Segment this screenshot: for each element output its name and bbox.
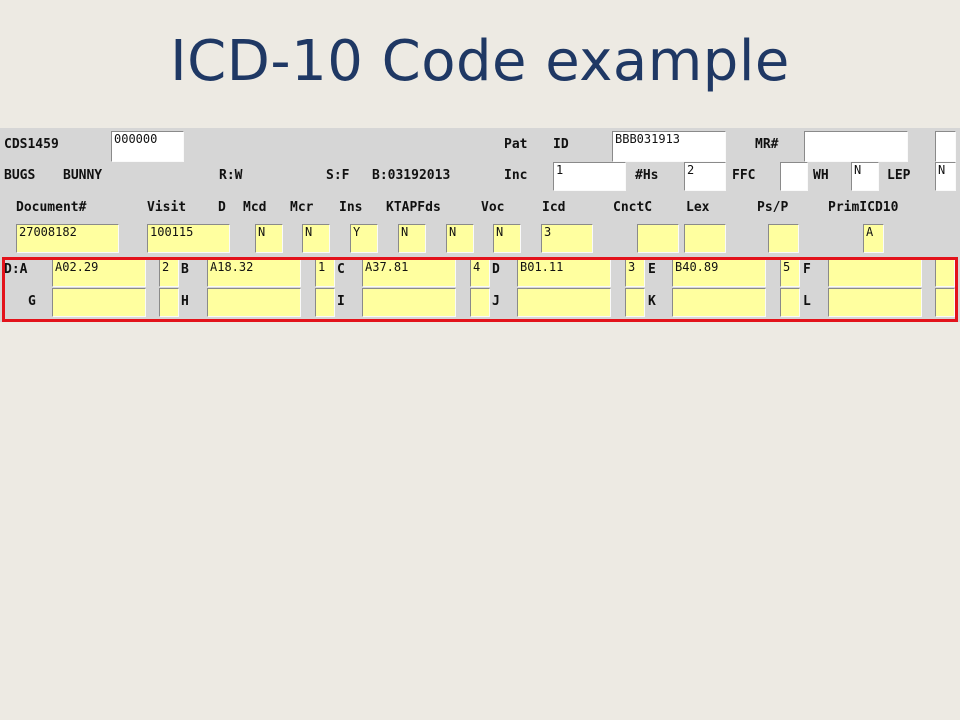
dx-code-i[interactable] xyxy=(362,288,456,317)
dx-priority-d[interactable]: 3 xyxy=(625,259,645,287)
ffc-field[interactable] xyxy=(780,162,808,191)
diagnosis-highlight-box xyxy=(2,257,958,322)
ins-field[interactable]: Y xyxy=(350,224,378,253)
dx-priority-i[interactable] xyxy=(470,288,490,317)
lex-label: Lex xyxy=(686,200,710,215)
visit-label: Visit xyxy=(147,200,187,215)
lep-field[interactable]: N xyxy=(935,162,956,191)
cnctc-label: CnctC xyxy=(613,200,653,215)
primicd10-label: PrimICD10 xyxy=(828,200,899,215)
ktapfds-field-1[interactable]: N xyxy=(398,224,426,253)
mcd-label: Mcd xyxy=(243,200,267,215)
dx-label-a: D:A xyxy=(4,262,28,277)
dx-code-k[interactable] xyxy=(672,288,766,317)
patient-id-field[interactable]: BBB031913 xyxy=(612,131,726,162)
mr-label: MR# xyxy=(755,137,779,152)
dx-label-d: D xyxy=(492,262,500,277)
dx-priority-k[interactable] xyxy=(780,288,800,317)
mcr-label: Mcr xyxy=(290,200,314,215)
id-label: ID xyxy=(553,137,569,152)
visit-field[interactable]: 100115 xyxy=(147,224,230,253)
d-field[interactable]: N xyxy=(255,224,283,253)
dx-label-l: L xyxy=(803,294,811,309)
dx-label-i: I xyxy=(337,294,345,309)
ktapfds-field-2[interactable]: N xyxy=(446,224,474,253)
inc-field[interactable]: 1 xyxy=(553,162,626,191)
dx-code-l[interactable] xyxy=(828,288,922,317)
sex-value: S:F xyxy=(326,168,350,183)
ins-label: Ins xyxy=(339,200,363,215)
dx-label-h: H xyxy=(181,294,189,309)
pat-label: Pat xyxy=(504,137,528,152)
primicd10-field[interactable]: A xyxy=(863,224,884,253)
document-field[interactable]: 27008182 xyxy=(16,224,119,253)
dx-code-d[interactable]: B01.11 xyxy=(517,259,611,287)
d-label: D xyxy=(218,200,226,215)
screen-id-label: CDS1459 xyxy=(4,137,59,152)
slide-title: ICD-10 Code example xyxy=(170,29,790,94)
dx-priority-g[interactable] xyxy=(159,288,179,317)
psp-label: Ps/P xyxy=(757,200,789,215)
dx-code-g[interactable] xyxy=(52,288,146,317)
dx-code-a[interactable]: A02.29 xyxy=(52,259,146,287)
extra-field-right[interactable] xyxy=(935,131,956,162)
dx-code-j[interactable] xyxy=(517,288,611,317)
hs-field[interactable]: 2 xyxy=(684,162,726,191)
lep-label: LEP xyxy=(887,168,911,183)
mcd-field[interactable]: N xyxy=(302,224,330,253)
icd-label: Icd xyxy=(542,200,566,215)
wh-field[interactable]: N xyxy=(851,162,879,191)
dx-label-k: K xyxy=(648,294,656,309)
terminal-screen: CDS1459 000000 Pat ID BBB031913 MR# BUGS… xyxy=(0,128,960,322)
wh-label: WH xyxy=(813,168,829,183)
lex-field[interactable] xyxy=(684,224,726,253)
dx-label-e: E xyxy=(648,262,656,277)
ffc-label: FFC xyxy=(732,168,756,183)
mr-number-field[interactable] xyxy=(804,131,908,162)
dx-label-f: F xyxy=(803,262,811,277)
hs-label: #Hs xyxy=(635,168,659,183)
inc-label: Inc xyxy=(504,168,528,183)
birth-date: B:03192013 xyxy=(372,168,451,183)
dx-label-c: C xyxy=(337,262,345,277)
voc-label: Voc xyxy=(481,200,505,215)
dx-code-h[interactable] xyxy=(207,288,301,317)
dx-priority-l[interactable] xyxy=(935,288,955,317)
screen-code-field[interactable]: 000000 xyxy=(111,131,184,162)
last-name: BUNNY xyxy=(63,168,103,183)
psp-field[interactable] xyxy=(768,224,799,253)
cnctc-field[interactable] xyxy=(637,224,679,253)
document-label: Document# xyxy=(16,200,87,215)
first-name: BUGS xyxy=(4,168,36,183)
voc-field[interactable]: N xyxy=(493,224,521,253)
icd-field[interactable]: 3 xyxy=(541,224,593,253)
ktapfds-label: KTAPFds xyxy=(386,200,441,215)
race-value: R:W xyxy=(219,168,243,183)
dx-label-j: J xyxy=(492,294,500,309)
dx-label-b: B xyxy=(181,262,189,277)
dx-priority-h[interactable] xyxy=(315,288,335,317)
dx-label-g: G xyxy=(28,294,36,309)
dx-priority-j[interactable] xyxy=(625,288,645,317)
